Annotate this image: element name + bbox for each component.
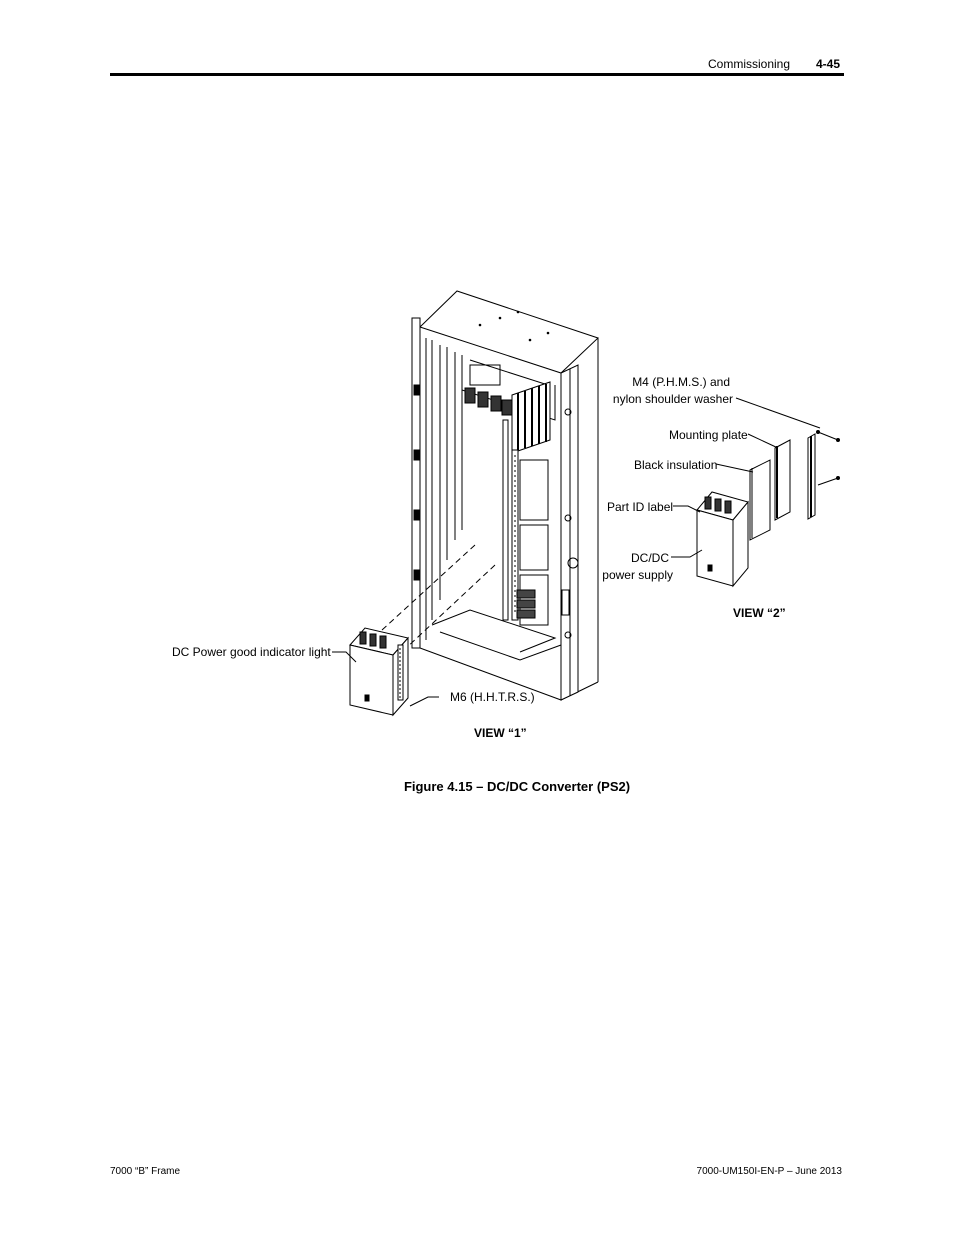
running-header-section: Commissioning [708,57,791,71]
black-insulation-callout: Black insulation [634,458,718,472]
figure-caption: Figure 4.15 – DC/DC Converter (PS2) [403,779,631,794]
view1-dc-dc-module [349,627,409,717]
view2-exploded-assembly [696,430,840,588]
indicator-light-callout: DC Power good indicator light [172,645,331,659]
view2-title: VIEW “2” [733,606,786,620]
mounting-plate-callout: Mounting plate [669,428,748,442]
part-id-label-callout: Part ID label [607,500,674,514]
m6-callout: M6 (H.H.T.R.S.) [450,690,535,704]
footer-left: 7000 “B” Frame [110,1166,181,1177]
header-rule [110,73,844,76]
view1-mounting-lines [381,544,496,651]
footer-right: 7000-UM150I-EN-P – June 2013 [696,1166,842,1177]
m4-callout-line2: nylon shoulder washer [612,392,733,406]
drive-cabinet [411,290,599,701]
dc-dc-callout-line2: power supply [602,568,673,582]
view1-title: VIEW “1” [474,726,527,740]
page-number: 4-45 [816,57,841,71]
dc-dc-callout-line1: DC/DC [631,551,669,565]
m4-callout-line1: M4 (P.H.M.S.) and [632,375,730,389]
callout-leaders [332,397,821,707]
